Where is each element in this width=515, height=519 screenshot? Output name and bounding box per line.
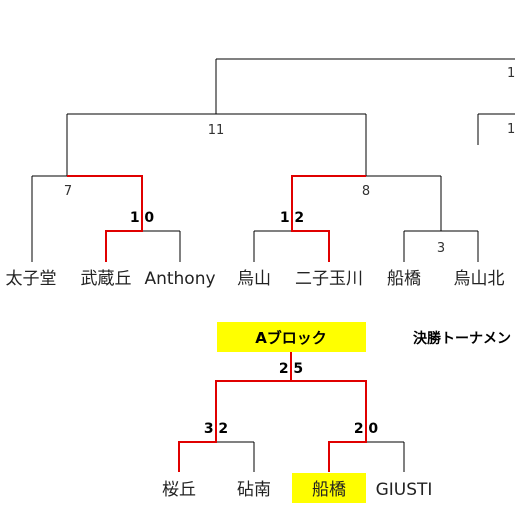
match-label-8: 8	[362, 184, 370, 199]
team-karasuyama-kita: 烏山北	[454, 269, 505, 289]
match-label-3: 3	[437, 241, 445, 256]
team-anthony: Anthony	[144, 269, 215, 289]
block-title-highlight	[217, 322, 366, 352]
team-funabashi-top: 船橋	[387, 269, 421, 289]
team-futakotamagawa: 二子玉川	[295, 269, 363, 289]
score-25: 2 5	[279, 361, 303, 377]
top-winner-paths	[67, 175, 366, 262]
block-title: Aブロック	[255, 329, 327, 347]
match-label-1: 1	[507, 66, 515, 81]
score-10: 1 0	[130, 210, 155, 226]
team-funabashi-bottom: 船橋	[312, 480, 346, 500]
bottom-winner-paths	[178, 352, 367, 472]
final-tournament-title: 決勝トーナメン	[413, 330, 511, 347]
team-kinuta-minami: 砧南	[237, 480, 271, 500]
score-20: 2 0	[354, 421, 379, 437]
team-giusti: GIUSTI	[376, 480, 433, 500]
match-label-7: 7	[64, 184, 72, 199]
match-label-11: 11	[208, 123, 225, 138]
winner-team-highlight	[292, 473, 366, 503]
match-label-1b: 1	[507, 122, 515, 137]
team-sakuragaoka: 桜丘	[162, 480, 196, 500]
team-taishido: 太子堂	[6, 269, 57, 289]
team-musashigaoka: 武蔵丘	[81, 269, 132, 289]
score-32: 3 2	[204, 421, 228, 437]
score-12: 1 2	[280, 210, 304, 226]
top-bracket-lines	[31, 58, 515, 262]
team-karasuyama: 烏山	[237, 269, 271, 289]
